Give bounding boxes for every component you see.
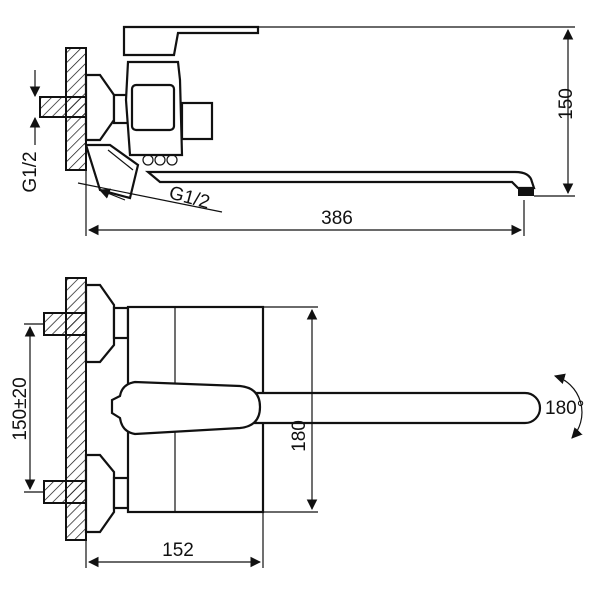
thread-detail bbox=[142, 154, 178, 166]
dim-152-label: 152 bbox=[162, 540, 194, 561]
dim-thread-vertical-label: G1/2 bbox=[20, 151, 41, 192]
nut-lower bbox=[112, 476, 130, 510]
plan-view: 180° 150±20 180 152 bbox=[10, 277, 584, 568]
spout-side bbox=[144, 170, 536, 190]
nut-upper bbox=[112, 306, 130, 340]
dim-centers: 150±20 bbox=[10, 323, 44, 493]
dim-152: 152 bbox=[85, 512, 264, 568]
cartridge-cap bbox=[130, 83, 176, 132]
dim-centers-label: 150±20 bbox=[10, 377, 31, 440]
dim-thread-vertical: G1/2 bbox=[20, 70, 41, 193]
dim-180: 180 bbox=[263, 306, 318, 513]
eccentric-fitting bbox=[84, 143, 140, 200]
dim-180-label: 180 bbox=[289, 420, 310, 452]
dim-thread-diagonal-label: G1/2 bbox=[167, 183, 212, 214]
flange-top bbox=[84, 73, 116, 142]
dim-386-label: 386 bbox=[321, 208, 353, 229]
side-view: 150 G1/2 G1/2 386 bbox=[20, 25, 577, 236]
diverter-knob bbox=[180, 101, 214, 141]
rotation-label: 180° bbox=[545, 398, 584, 419]
dim-thread-diagonal: G1/2 bbox=[77, 182, 223, 214]
inlet-pipe-lower bbox=[43, 480, 87, 504]
spout-plan bbox=[253, 391, 542, 425]
inlet-pipe-top bbox=[39, 96, 87, 118]
flange-upper bbox=[84, 283, 116, 364]
flange-lower bbox=[84, 453, 116, 534]
aerator bbox=[518, 188, 534, 196]
lever-handle-plan bbox=[110, 380, 262, 436]
rotation-indicator: 180° bbox=[545, 373, 584, 439]
dim-150: 150 bbox=[258, 26, 577, 197]
dim-386: 386 bbox=[85, 170, 525, 236]
lever-handle-top bbox=[122, 25, 260, 57]
dim-150-label: 150 bbox=[556, 88, 577, 120]
inlet-pipe-upper bbox=[43, 312, 87, 336]
